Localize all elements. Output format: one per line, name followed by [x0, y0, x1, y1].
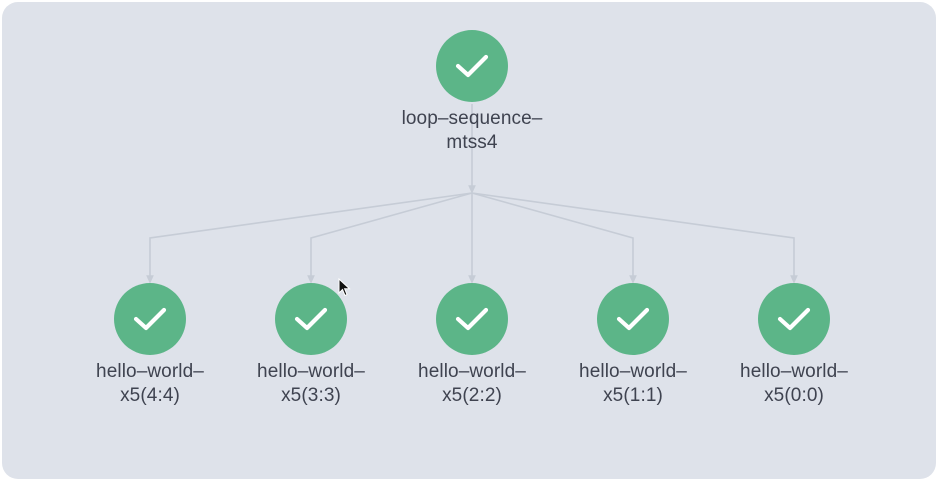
- child-node[interactable]: hello–world– x5(0:0): [719, 283, 869, 408]
- child-node[interactable]: hello–world– x5(4:4): [75, 283, 225, 408]
- check-icon: [616, 307, 650, 331]
- node-label-line2: x5(2:2): [442, 385, 502, 406]
- node-label-line1: loop–sequence–: [401, 108, 543, 129]
- check-icon: [455, 54, 489, 78]
- node-label-line2: x5(1:1): [603, 385, 663, 406]
- node-label-line2: x5(0:0): [764, 385, 824, 406]
- edge-to-child-1: [146, 192, 473, 284]
- edge-to-child-4: [471, 192, 637, 284]
- check-icon: [133, 307, 167, 331]
- node-label-line1: hello–world–: [740, 361, 848, 382]
- node-label: hello–world– x5(0:0): [719, 360, 869, 408]
- check-icon: [294, 307, 328, 331]
- node-label-line1: hello–world–: [257, 361, 365, 382]
- child-node[interactable]: hello–world– x5(2:2): [397, 283, 547, 408]
- node-label-line2: x5(4:4): [120, 385, 180, 406]
- child-node[interactable]: hello–world– x5(3:3): [236, 283, 386, 408]
- status-success-badge[interactable]: [597, 283, 669, 355]
- mouse-pointer-icon: [338, 278, 351, 297]
- status-success-badge[interactable]: [114, 283, 186, 355]
- status-success-badge[interactable]: [275, 283, 347, 355]
- status-success-badge[interactable]: [758, 283, 830, 355]
- status-success-badge[interactable]: [436, 30, 508, 102]
- node-label: loop–sequence– mtss4: [397, 107, 547, 155]
- node-label-line2: mtss4: [446, 132, 498, 153]
- node-label-line1: hello–world–: [579, 361, 687, 382]
- edge-to-child-2: [307, 192, 473, 284]
- node-label-line1: hello–world–: [418, 361, 526, 382]
- check-icon: [777, 307, 811, 331]
- node-label-line2: x5(3:3): [281, 385, 341, 406]
- node-label: hello–world– x5(2:2): [397, 360, 547, 408]
- node-label: hello–world– x5(4:4): [75, 360, 225, 408]
- node-label-line1: hello–world–: [96, 361, 204, 382]
- check-icon: [455, 307, 489, 331]
- root-node[interactable]: loop–sequence– mtss4: [397, 30, 547, 155]
- node-label: hello–world– x5(1:1): [558, 360, 708, 408]
- node-label: hello–world– x5(3:3): [236, 360, 386, 408]
- child-node[interactable]: hello–world– x5(1:1): [558, 283, 708, 408]
- status-success-badge[interactable]: [436, 283, 508, 355]
- edge-to-child-5: [471, 192, 798, 284]
